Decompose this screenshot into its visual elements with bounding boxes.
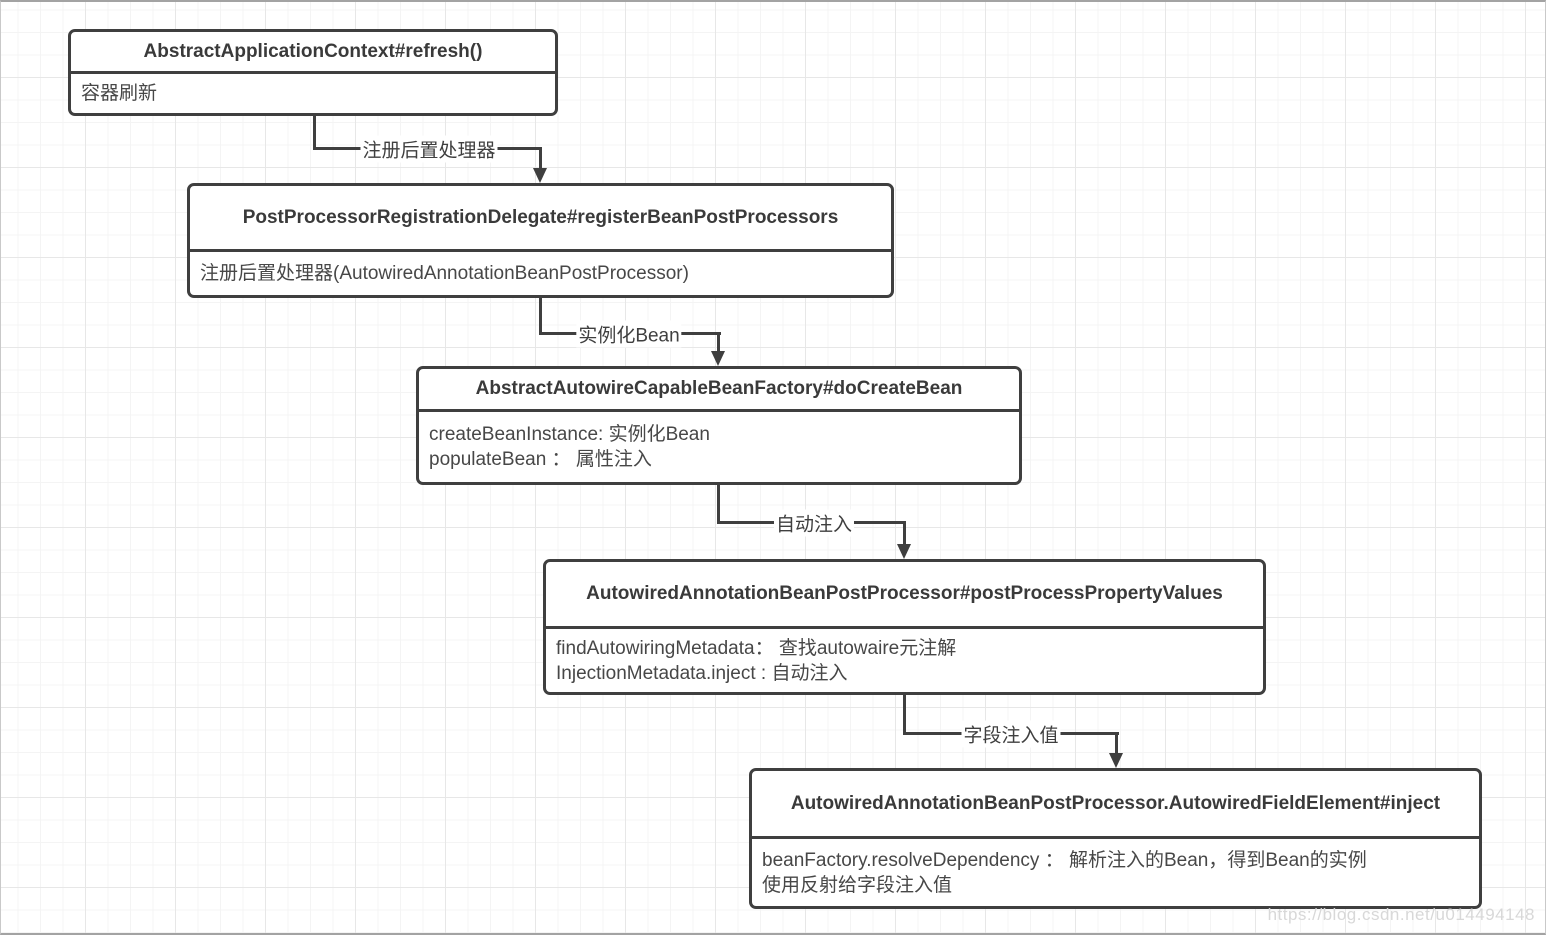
node-field-inject-body: beanFactory.resolveDependency ： 解析注入的Bea… (752, 839, 1479, 906)
edge3-vertical-to (903, 521, 906, 545)
node-body-line: 使用反射给字段注入值 (762, 874, 953, 896)
edge4-vertical-to (1115, 732, 1118, 754)
edge2-label: 实例化Bean (576, 320, 682, 348)
node-body-line: beanFactory.resolveDependency ： 解析注入的Bea… (762, 849, 1367, 871)
node-postprocess-body: findAutowiringMetadata： 查找autowaire元注解 I… (546, 629, 1263, 692)
node-body-line: populateBean ： 属性注入 (429, 449, 652, 470)
node-body-line: 容器刷新 (81, 83, 158, 104)
node-register-body: 注册后置处理器(AutowiredAnnotationBeanPostProce… (190, 252, 891, 295)
edge4-label: 字段注入值 (961, 720, 1061, 748)
node-field-inject-title: AutowiredAnnotationBeanPostProcessor.Aut… (752, 771, 1479, 839)
node-body-line: createBeanInstance: 实例化Bean (429, 424, 710, 445)
node-postprocess-title: AutowiredAnnotationBeanPostProcessor#pos… (546, 562, 1263, 629)
edge1-label: 注册后置处理器 (360, 135, 498, 163)
node-body-line: InjectionMetadata.inject : 自动注入 (556, 662, 848, 684)
edge1-arrowhead-icon (533, 168, 547, 183)
node-refresh: AbstractApplicationContext#refresh() 容器刷… (68, 29, 558, 116)
watermark-url: https://blog.csdn.net/u014494148 (1267, 905, 1535, 924)
edge1-vertical-from (313, 116, 316, 150)
edge3-label: 自动注入 (773, 509, 855, 537)
node-docreatebean-body: createBeanInstance: 实例化Bean populateBean… (419, 412, 1019, 482)
node-register-title: PostProcessorRegistrationDelegate#regist… (190, 186, 891, 252)
node-refresh-title: AbstractApplicationContext#refresh() (71, 32, 555, 74)
edge3-arrowhead-icon (897, 544, 911, 559)
node-docreatebean-title: AbstractAutowireCapableBeanFactory#doCre… (419, 369, 1019, 412)
edge1-vertical-to (539, 147, 542, 170)
node-docreatebean: AbstractAutowireCapableBeanFactory#doCre… (416, 366, 1022, 485)
edge4-arrowhead-icon (1109, 753, 1123, 768)
edge4-vertical-from (903, 695, 906, 735)
node-postprocess-propertyvalues: AutowiredAnnotationBeanPostProcessor#pos… (543, 559, 1266, 695)
node-refresh-body: 容器刷新 (71, 74, 555, 113)
edge2-vertical-to (717, 332, 720, 352)
node-body-line: findAutowiringMetadata： 查找autowaire元注解 (556, 637, 957, 659)
edge2-vertical-from (539, 298, 542, 335)
edge2-arrowhead-icon (711, 351, 725, 366)
edge3-vertical-from (717, 485, 720, 524)
node-register-beanpostprocessors: PostProcessorRegistrationDelegate#regist… (187, 183, 894, 298)
node-body-line: 注册后置处理器(AutowiredAnnotationBeanPostProce… (200, 263, 689, 284)
node-autowired-field-inject: AutowiredAnnotationBeanPostProcessor.Aut… (749, 768, 1482, 909)
